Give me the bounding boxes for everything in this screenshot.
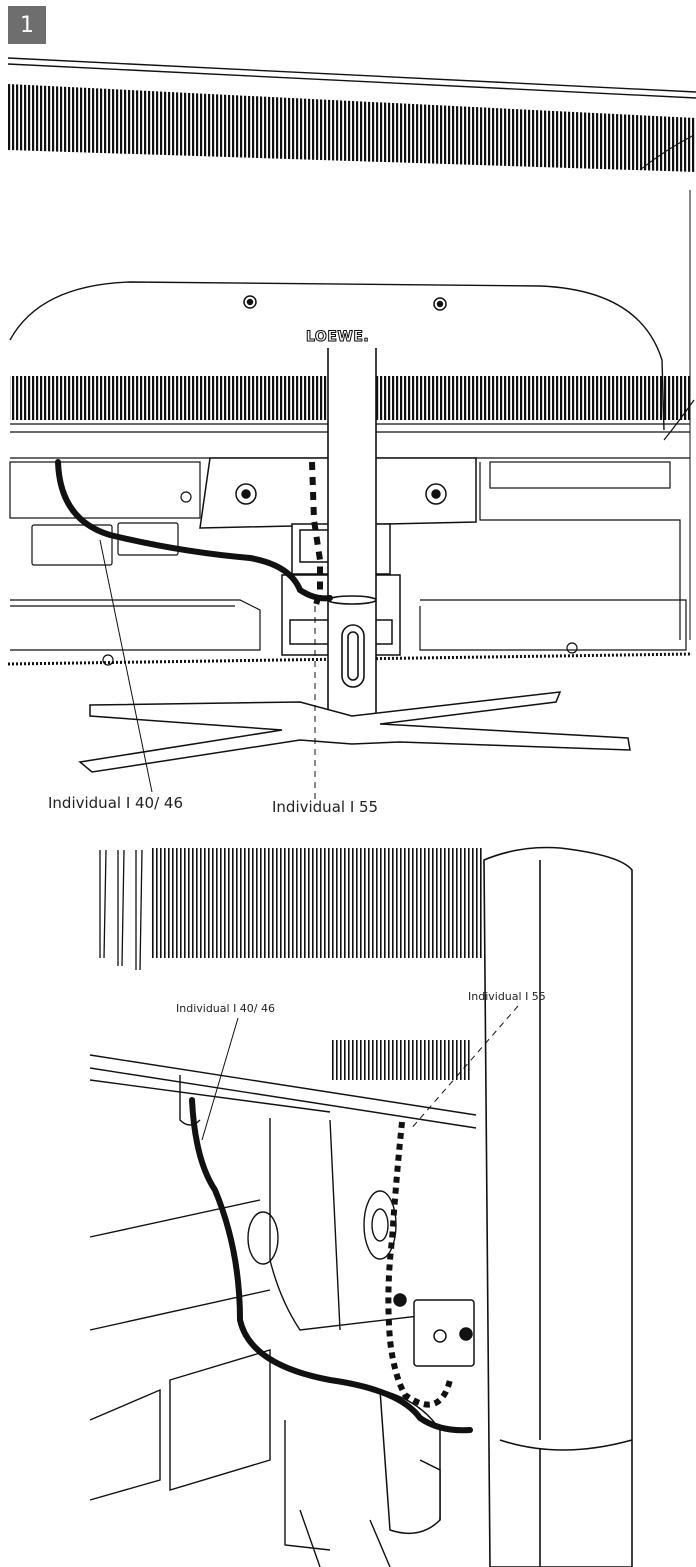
- label-individual-55: Individual I 55: [272, 798, 379, 816]
- detail-cable-clip: [379, 1293, 475, 1535]
- tv-top-edge: [7, 57, 696, 99]
- brand-logo: LOEWE.: [305, 329, 370, 346]
- top-vent-grille: [8, 84, 696, 172]
- back-panel-outline: [9, 281, 665, 431]
- rear-connection-panels: [9, 461, 687, 666]
- stand-foot: [78, 691, 631, 773]
- detail-label-individual-55: Individual I 55: [468, 990, 546, 1003]
- detail-label-individual-40-46: Individual I 40/ 46: [176, 1002, 276, 1015]
- step-number-badge: 1: [8, 6, 46, 44]
- label-individual-40-46: Individual I 40/ 46: [48, 794, 184, 812]
- stand-column: [327, 345, 377, 717]
- vesa-screw-holes: [243, 295, 447, 311]
- detail-vent-fins: [99, 849, 143, 971]
- detail-stand-column: [483, 846, 633, 1567]
- detail-cable-route-40-46: [189, 1097, 473, 1434]
- cable-route-40-46: [55, 459, 333, 602]
- detail-rear-panels: [89, 1054, 477, 1567]
